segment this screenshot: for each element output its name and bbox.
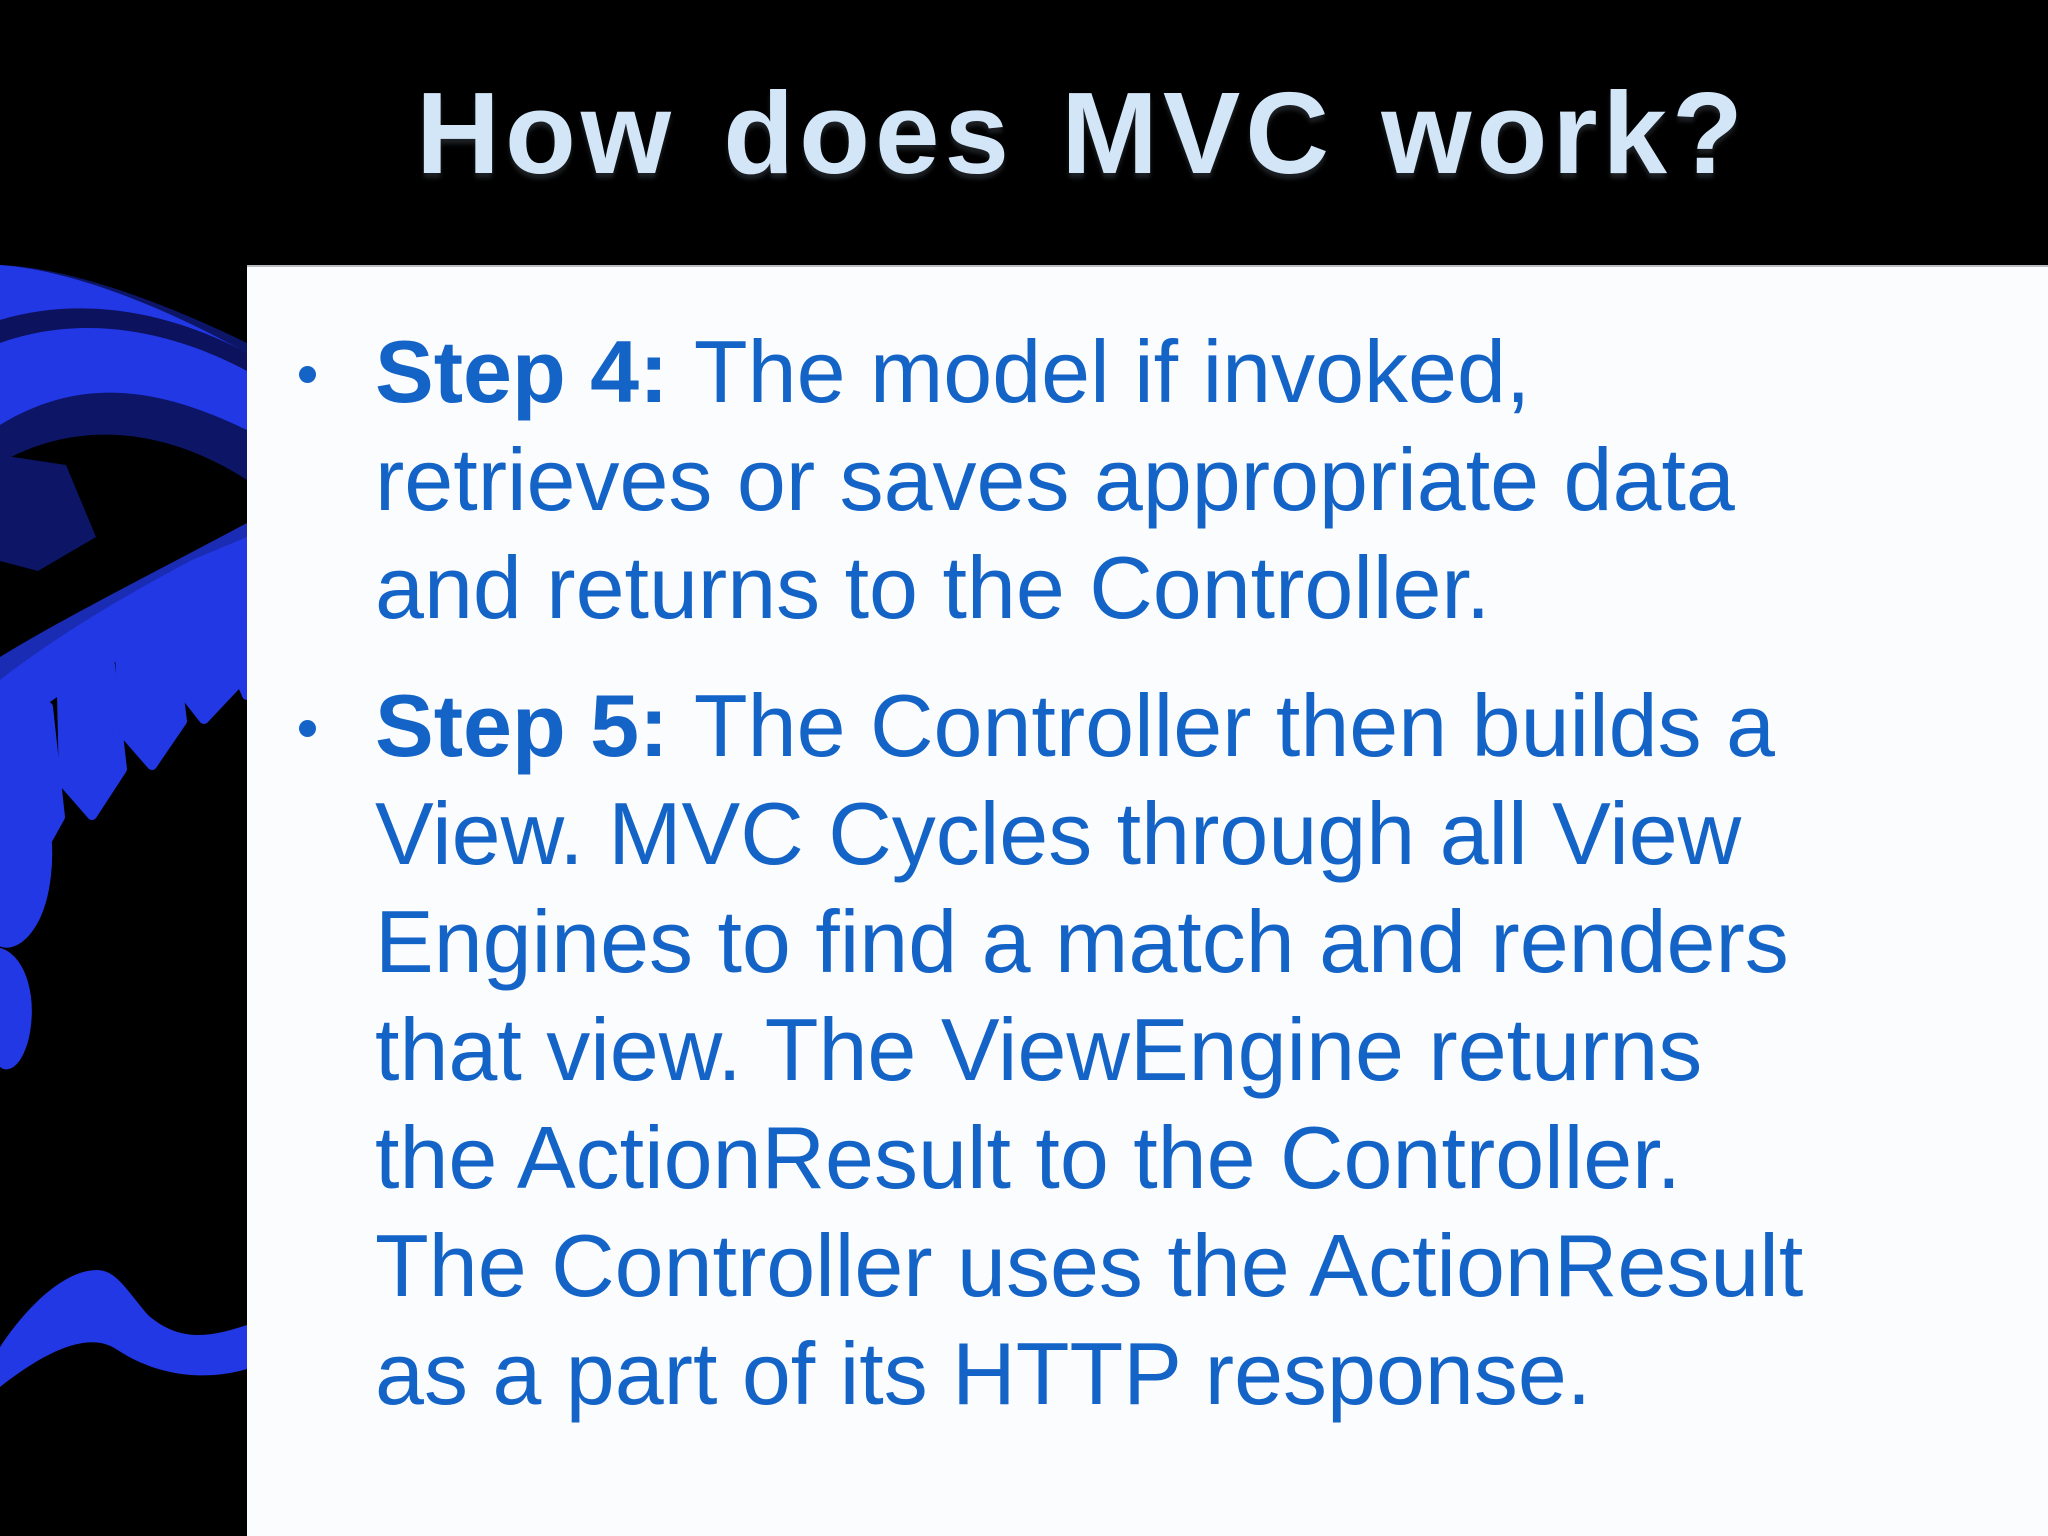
abstract-blue-art: [0, 265, 247, 1387]
art-tooth: [115, 620, 187, 770]
art-blob: [0, 775, 53, 948]
slide-title: How does MVC work?: [416, 67, 1748, 198]
bullet-dot: [299, 366, 316, 383]
title-band: How does MVC work?: [0, 0, 2048, 265]
bullet-item-step4: Step 4:The model if invoked, retrieves o…: [247, 318, 2048, 642]
bullet-text: Step 4:The model if invoked, retrieves o…: [375, 318, 1830, 642]
bullet-text: Step 5:The Controller then builds a View…: [375, 672, 1830, 1428]
art-tooth: [227, 570, 247, 700]
art-blob: [0, 948, 32, 1070]
bullet-dot: [299, 720, 316, 737]
art-ribbon: [0, 537, 247, 737]
decorative-side-graphic: [0, 265, 247, 1536]
art-swoosh: [0, 1270, 247, 1387]
art-navy-patch: [0, 455, 96, 571]
bullet-step-label: Step 5:: [375, 676, 669, 775]
art-tooth: [57, 660, 127, 820]
art-band-streak: [0, 308, 247, 371]
bullet-item-step5: Step 5:The Controller then builds a View…: [247, 672, 2048, 1428]
bullet-step-label: Step 4:: [375, 322, 669, 421]
art-top-band: [0, 265, 247, 430]
art-tooth: [173, 586, 241, 724]
bullet-step-body: The Controller then builds a View. MVC C…: [375, 676, 1804, 1423]
bullet-step-body: The model if invoked, retrieves or saves…: [375, 322, 1735, 637]
content-panel: Step 4:The model if invoked, retrieves o…: [247, 265, 2048, 1536]
